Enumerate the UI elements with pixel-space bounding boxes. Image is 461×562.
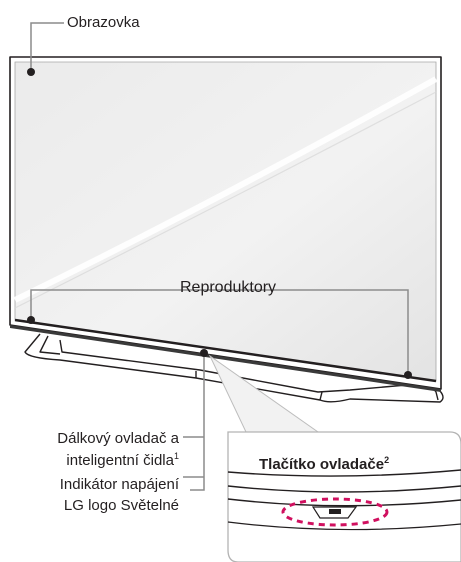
footnote-2: 2 [384, 455, 390, 465]
label-lg-logo: LG logo Světelné [63, 497, 179, 514]
screen-callout-line [30, 22, 64, 70]
speaker-callout-bracket [30, 289, 409, 374]
screen-reflection [13, 76, 438, 303]
label-speakers: Reproduktory [180, 279, 277, 296]
sensor-dot [200, 349, 208, 357]
label-control-button: Tlačítko ovladače2 [259, 455, 390, 474]
callout-lines [30, 22, 409, 491]
footnote-1: 1 [173, 451, 179, 461]
control-button-zoom [227, 431, 461, 562]
tv-frame [9, 56, 442, 392]
label-remote-sensor-line2: inteligentní čidla1 [66, 451, 179, 470]
highlight-ring [281, 497, 389, 527]
screen-dot-marker [27, 68, 35, 76]
label-power-indicator: Indikátor napájení [59, 476, 179, 493]
label-screen: Obrazovka [67, 14, 140, 31]
label-remote-sensor: Dálkový ovladač a [57, 430, 179, 447]
sensor-callout-line [190, 355, 205, 491]
speaker-right-dot [404, 371, 412, 379]
speaker-left-dot [27, 316, 35, 324]
tv-stand [24, 333, 444, 403]
